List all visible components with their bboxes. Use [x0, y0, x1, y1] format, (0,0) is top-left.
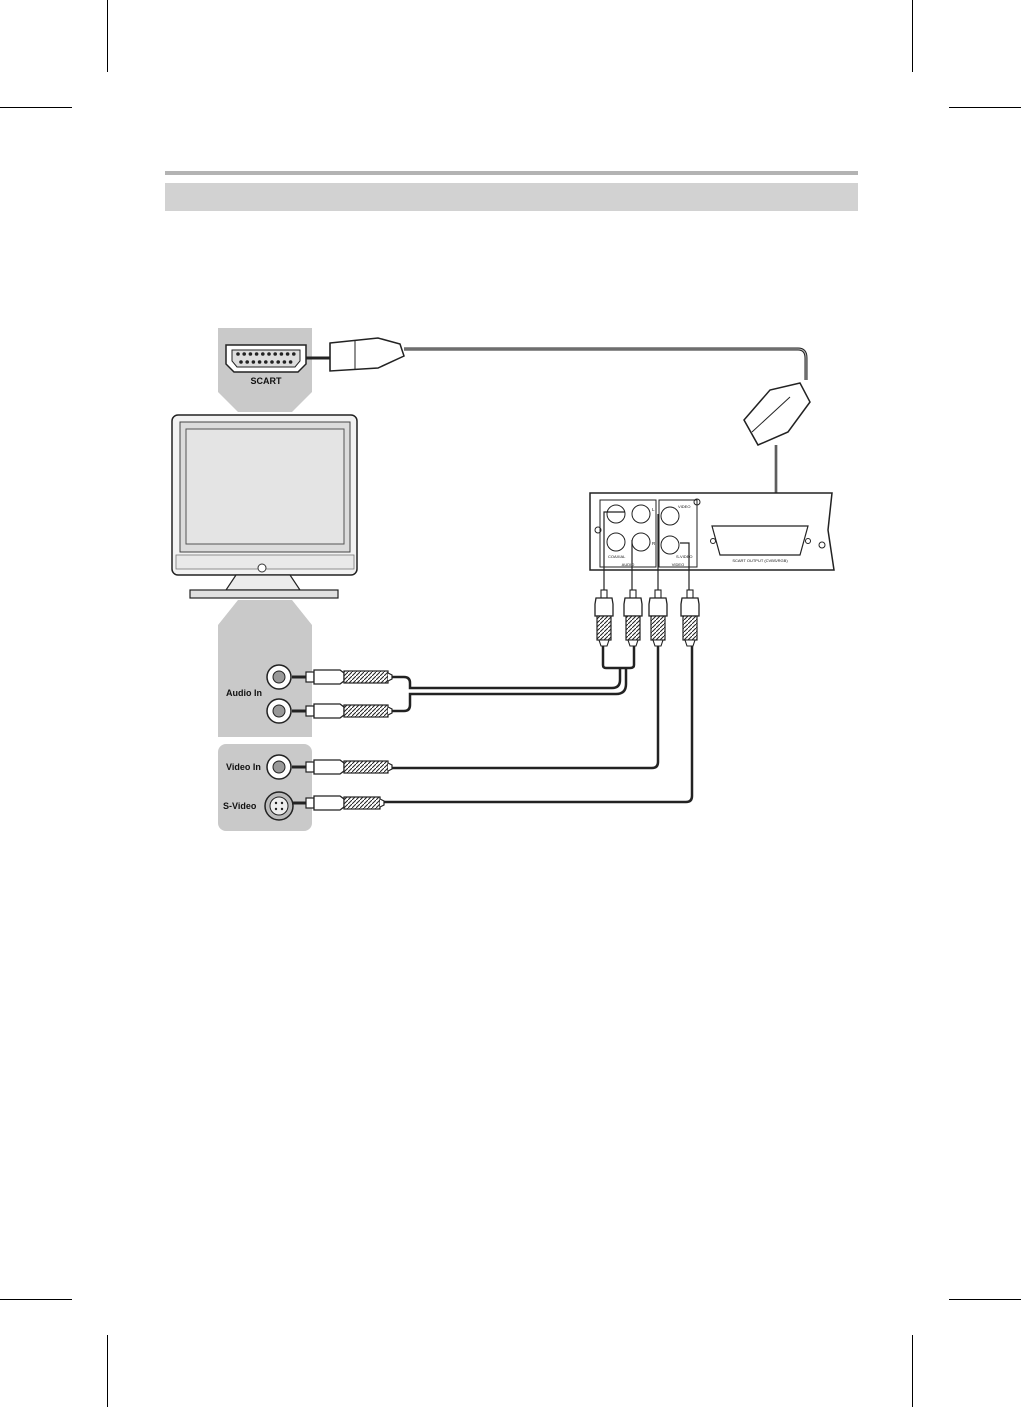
panel-label-coaxial: COAXIAL: [608, 554, 626, 559]
panel-label-scart-output: SCART OUTPUT (CVBS/RGB): [732, 558, 788, 563]
panel-label-s-video: S-VIDEO: [676, 554, 692, 559]
crop-mark-top-left-v: [107, 0, 108, 72]
audio-cables: [392, 645, 636, 713]
scart-plug-player: [743, 382, 811, 446]
panel-label-l: L: [652, 507, 655, 512]
s-video-cable: [384, 645, 694, 804]
panel-label-audio: AUDIO: [622, 562, 635, 567]
s-video-plug-tv: [292, 795, 385, 811]
scart-pins: [236, 352, 296, 364]
crop-mark-top-right-v: [912, 0, 913, 72]
header-rule: [165, 171, 858, 175]
panel-label-r: R: [652, 541, 656, 546]
audio-panel: [218, 600, 312, 737]
s-video-plug-player: [680, 589, 700, 647]
audio-plug-r-tv: [292, 703, 393, 719]
section-header-bar: [165, 183, 858, 211]
scart-label: SCART: [251, 376, 283, 386]
scart-cable: [404, 347, 808, 530]
s-video-label: S-Video: [223, 801, 257, 811]
video-in-label: Video In: [226, 762, 261, 772]
audio-in-label: Audio In: [226, 688, 262, 698]
crop-mark-top-left-h: [0, 107, 72, 108]
television: [171, 414, 358, 599]
crop-mark-bottom-left-v: [107, 1335, 108, 1407]
video-plug-player: [648, 589, 668, 647]
scart-plug-tv: [306, 337, 405, 372]
crop-mark-bottom-left-h: [0, 1299, 72, 1300]
video-cable: [392, 645, 660, 770]
tv-scart-socket: [225, 344, 307, 373]
tv-side-plugs: [292, 669, 393, 811]
tv-video-jack: [266, 754, 292, 780]
audio-plug-l-tv: [292, 669, 393, 685]
panel-label-video-bottom: VIDEO: [672, 562, 684, 567]
tv-audio-jack-l: [266, 664, 292, 690]
tv-audio-jack-r: [266, 698, 292, 724]
audio-plug-r-player: [623, 589, 643, 647]
crop-mark-bottom-right-v: [912, 1335, 913, 1407]
tv-s-video-jack: [264, 791, 294, 821]
player-rear-panel: [589, 492, 835, 571]
crop-mark-bottom-right-h: [949, 1299, 1021, 1300]
video-panel: [218, 744, 312, 831]
video-plug-tv: [292, 759, 393, 775]
audio-plug-l-player: [594, 589, 614, 647]
player-jack-leads: [603, 511, 690, 590]
player-side-plugs: [594, 589, 700, 647]
panel-label-video-top: VIDEO: [678, 504, 690, 509]
crop-mark-top-right-h: [949, 107, 1021, 108]
